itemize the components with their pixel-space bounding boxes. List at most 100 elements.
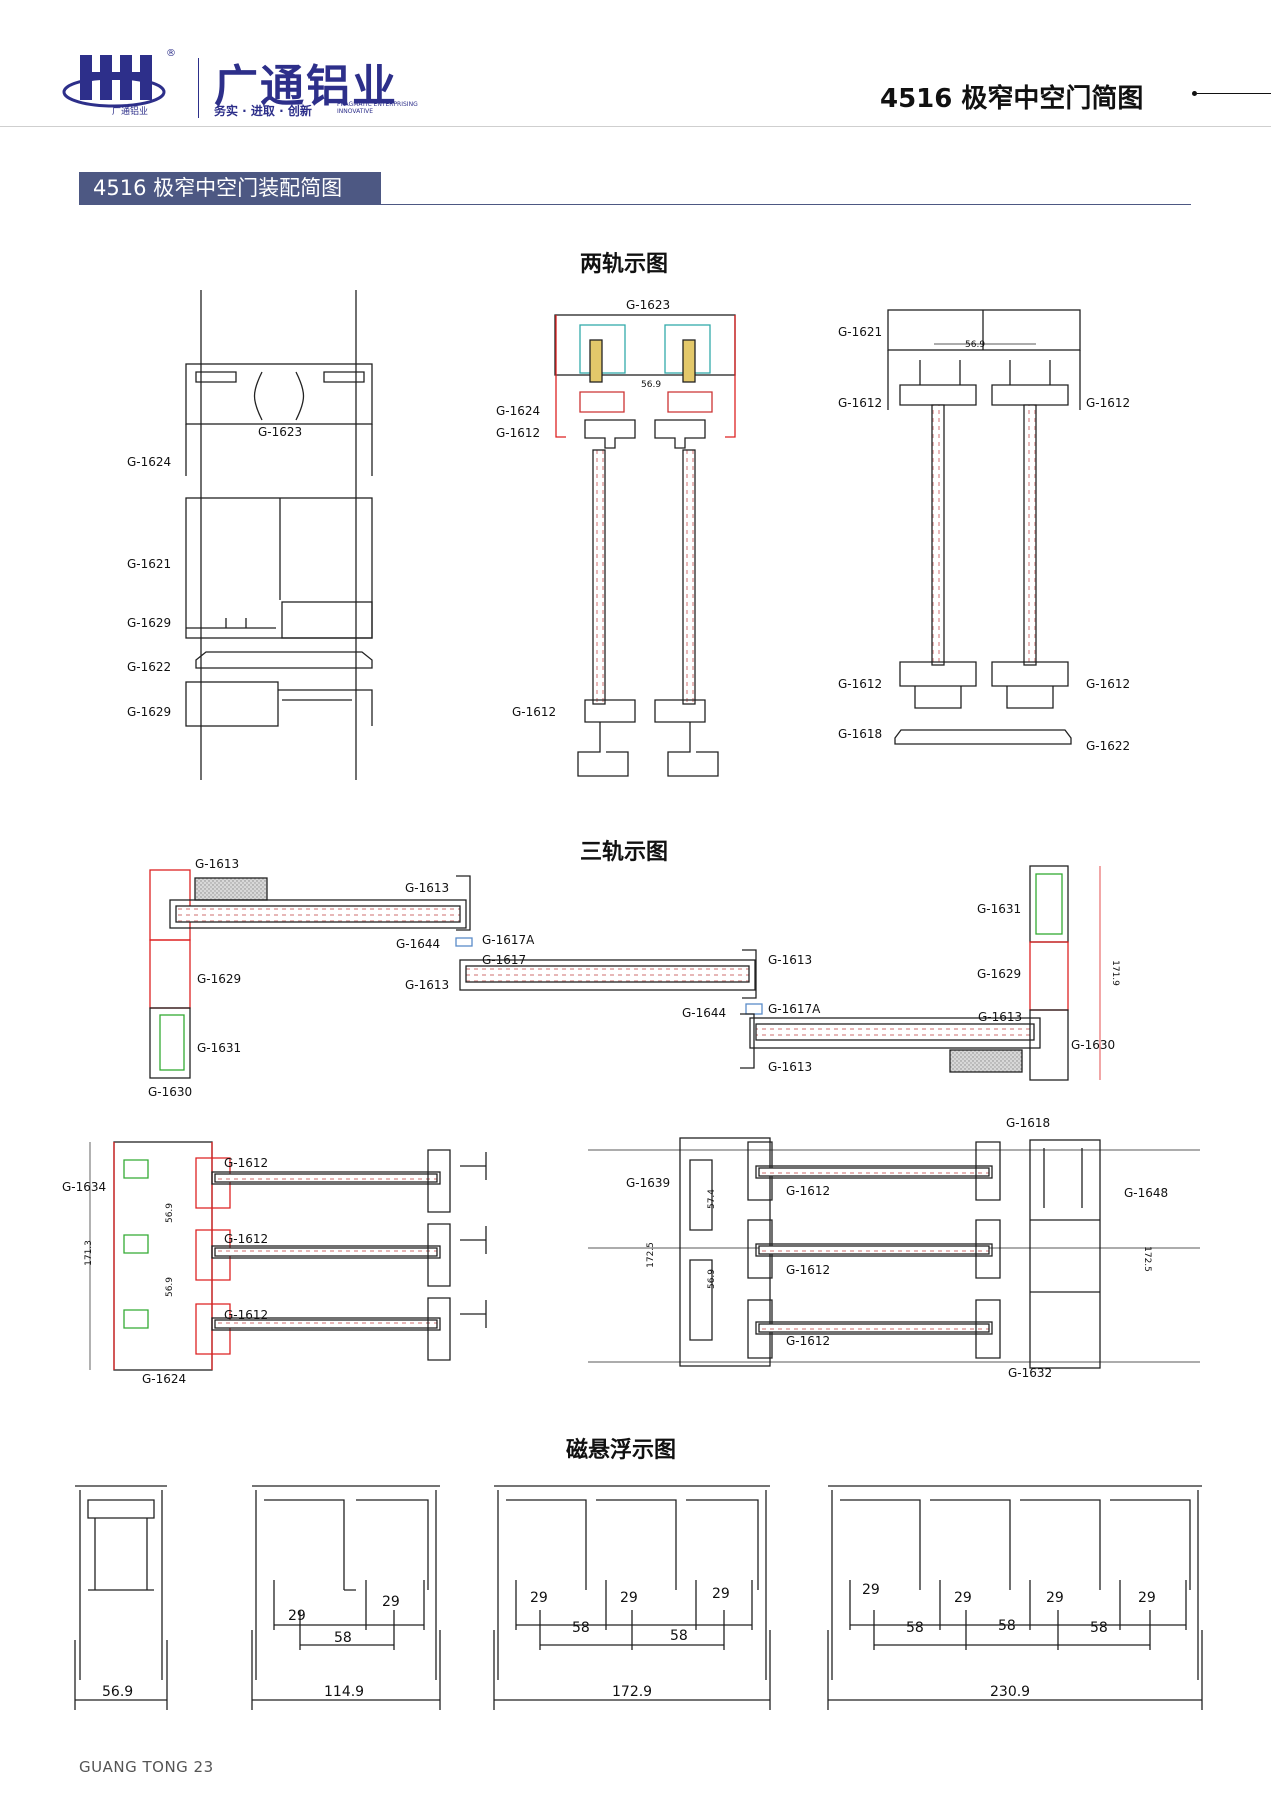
logo-subtitle: 广通铝业	[112, 107, 149, 117]
label-g1612: G-1612	[224, 1308, 269, 1322]
label-g1621: G-1621	[127, 557, 172, 571]
dimension: 171.9	[1109, 960, 1120, 986]
label-g1630: G-1630	[148, 1085, 193, 1099]
dimension: 56.9	[165, 1202, 176, 1224]
drawing-6-three-track-frame	[588, 1137, 1200, 1369]
label-g1624: G-1624	[142, 1372, 187, 1386]
label-g1617a: G-1617A	[768, 1002, 821, 1016]
label-g1612: G-1612	[1086, 677, 1131, 691]
label-g1613: G-1613	[768, 953, 813, 967]
label-g1613: G-1613	[405, 881, 450, 895]
label-g1612: G-1612	[224, 1232, 269, 1246]
label-g1612: G-1612	[512, 705, 557, 719]
label-g1612: G-1612	[786, 1184, 831, 1198]
label-g1634: G-1634	[62, 1180, 107, 1194]
header-divider	[198, 58, 199, 118]
dimension: 172.5	[1141, 1246, 1152, 1272]
page-title: 4516 极窄中空门简图	[880, 84, 1144, 114]
dimension: 172.5	[645, 1242, 656, 1268]
dimension: 58	[1090, 1620, 1108, 1636]
label-g1624: G-1624	[127, 455, 172, 469]
banner-rule	[381, 204, 1191, 205]
label-g1612: G-1612	[838, 677, 883, 691]
brand-name: 广通铝业	[214, 61, 398, 112]
label-g1622: G-1622	[127, 660, 172, 674]
company-logo	[62, 50, 172, 120]
label-g1624: G-1624	[496, 404, 541, 418]
dimension: 29	[1046, 1590, 1064, 1606]
page-footer: GUANG TONG 23	[79, 1758, 214, 1776]
drawing-4-three-track	[149, 865, 1101, 1081]
label-g1629: G-1629	[127, 705, 172, 719]
label-g1631: G-1631	[197, 1041, 242, 1055]
drawing-1-track-section	[185, 290, 373, 780]
maglev-title: 磁悬浮示图	[566, 1438, 677, 1463]
dimension: 29	[620, 1590, 638, 1606]
label-g1621: G-1621	[838, 325, 883, 339]
label-g1623: G-1623	[258, 425, 303, 439]
label-g1648: G-1648	[1124, 1186, 1169, 1200]
registered-mark: ®	[166, 48, 176, 59]
dimension: 29	[382, 1594, 400, 1610]
dimension: 56.9	[641, 380, 662, 390]
dimension: 171.3	[83, 1240, 94, 1266]
maglev-profile-2	[251, 1485, 441, 1710]
label-g1632: G-1632	[1008, 1366, 1053, 1380]
label-g1629: G-1629	[197, 972, 242, 986]
dimension-total: 114.9	[324, 1684, 365, 1700]
maglev-profile-4	[827, 1485, 1203, 1710]
title-line	[1197, 93, 1271, 94]
label-g1612: G-1612	[786, 1334, 831, 1348]
label-g1639: G-1639	[626, 1176, 671, 1190]
dimension: 29	[1138, 1590, 1156, 1606]
maglev-profile-1	[74, 1485, 168, 1710]
dimension-total: 56.9	[102, 1684, 134, 1700]
dimension-total: 230.9	[990, 1684, 1031, 1700]
title-dot	[1192, 91, 1197, 96]
drawing-5-three-track-frame	[89, 1141, 487, 1371]
dimension: 56.9	[965, 340, 986, 350]
label-g1622: G-1622	[1086, 739, 1131, 753]
label-g1612: G-1612	[496, 426, 541, 440]
label-g1612: G-1612	[838, 396, 883, 410]
label-g1617: G-1617	[482, 953, 527, 967]
label-g1644: G-1644	[682, 1006, 727, 1020]
dimension: 29	[712, 1586, 730, 1602]
label-g1618: G-1618	[1006, 1116, 1051, 1130]
dimension: 58	[998, 1618, 1016, 1634]
label-g1630: G-1630	[1071, 1038, 1116, 1052]
label-g1612: G-1612	[1086, 396, 1131, 410]
header-rule	[0, 126, 1271, 127]
label-g1613: G-1613	[768, 1060, 813, 1074]
label-g1629: G-1629	[127, 616, 172, 630]
label-g1612: G-1612	[786, 1263, 831, 1277]
label-g1629: G-1629	[977, 967, 1022, 981]
dimension: 29	[530, 1590, 548, 1606]
dimension: 58	[906, 1620, 924, 1636]
label-g1617a: G-1617A	[482, 933, 535, 947]
maglev-profile-3	[493, 1485, 771, 1710]
dimension: 29	[862, 1582, 880, 1598]
brand-slogan-en: PRAGMATIC ENTERPRISING INNOVATIVE	[337, 101, 418, 115]
dimension: 56.9	[165, 1276, 176, 1298]
label-g1631: G-1631	[977, 902, 1022, 916]
brand-slogan: 务实 · 进取 · 创新	[214, 104, 312, 118]
label-g1618: G-1618	[838, 727, 883, 741]
two-track-title: 两轨示图	[580, 252, 669, 277]
dimension: 29	[954, 1590, 972, 1606]
dimension-total: 172.9	[612, 1684, 653, 1700]
dimension: 58	[334, 1630, 352, 1646]
three-track-title: 三轨示图	[580, 840, 669, 865]
dimension: 57.4	[707, 1188, 718, 1210]
dimension: 58	[670, 1628, 688, 1644]
label-g1644: G-1644	[396, 937, 441, 951]
section-banner: 4516 极窄中空门装配简图	[79, 172, 381, 205]
drawing-3-two-track-frame	[887, 309, 1081, 745]
dimension: 56.9	[707, 1268, 718, 1290]
label-g1613: G-1613	[405, 978, 450, 992]
drawing-2-two-track	[554, 314, 736, 777]
dimension: 58	[572, 1620, 590, 1636]
label-g1612: G-1612	[224, 1156, 269, 1170]
label-g1613: G-1613	[978, 1010, 1023, 1024]
